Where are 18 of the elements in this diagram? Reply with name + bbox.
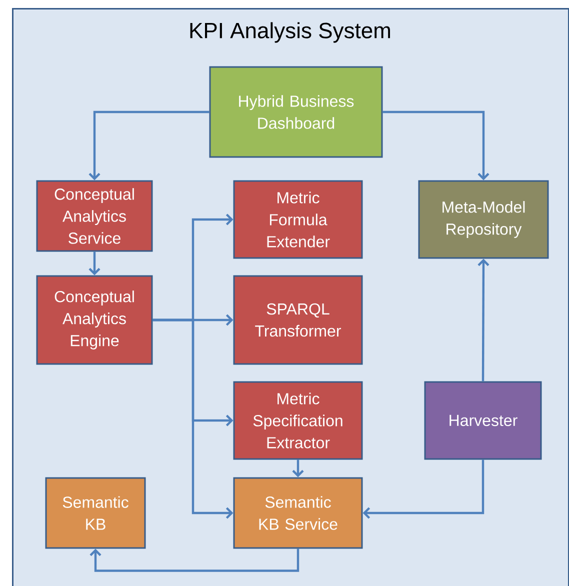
arrow bbox=[152, 318, 234, 519]
harvester-box: Harvester bbox=[424, 381, 542, 460]
arrow bbox=[90, 548, 300, 572]
component-box: SPARQL Transformer bbox=[233, 275, 363, 365]
knowledge-base-box: Semantic KB bbox=[45, 477, 146, 549]
arrow bbox=[88, 252, 100, 276]
component-box: Metric Specification Extractor bbox=[233, 381, 363, 460]
dashboard-box: Hybrid Business Dashboard bbox=[209, 66, 383, 158]
arrow bbox=[88, 110, 210, 180]
arrow bbox=[382, 110, 490, 180]
service-box: Conceptual Analytics Service bbox=[36, 180, 153, 252]
arrow bbox=[362, 460, 484, 519]
service-box: Semantic KB Service bbox=[233, 477, 363, 549]
arrow bbox=[292, 460, 304, 478]
component-box: Metric Formula Extender bbox=[233, 180, 363, 259]
repository-box: Meta-Model Repository bbox=[418, 180, 549, 259]
arrow bbox=[478, 258, 490, 382]
engine-box: Conceptual Analytics Engine bbox=[36, 275, 153, 365]
